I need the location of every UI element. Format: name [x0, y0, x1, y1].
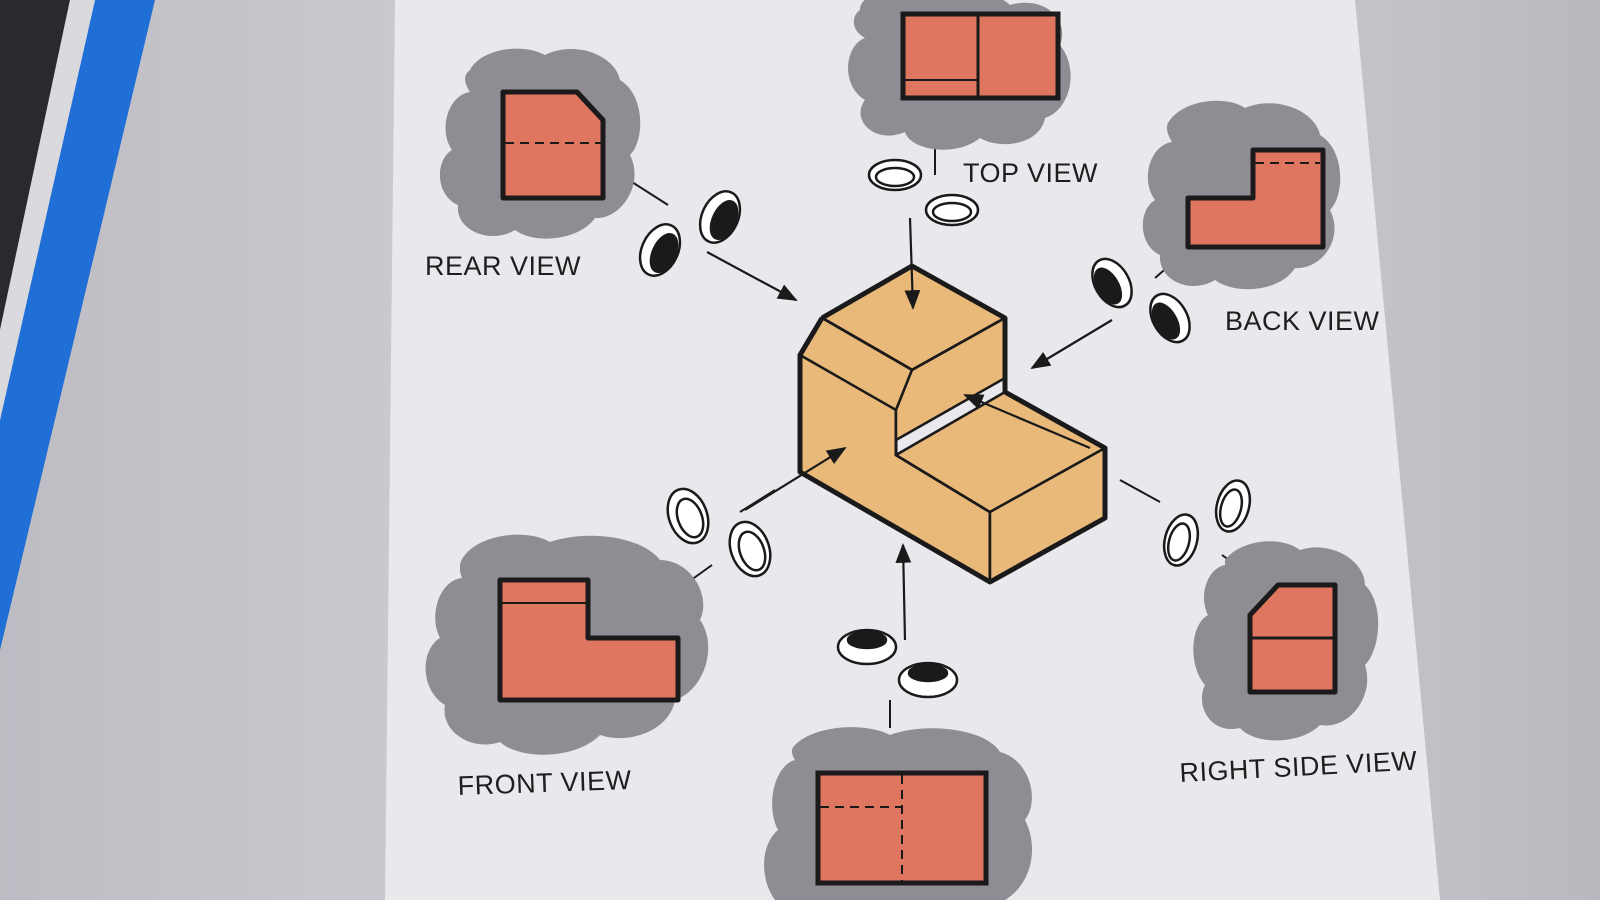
rear-view-label: REAR VIEW: [425, 251, 581, 281]
eye-icon: [698, 190, 742, 244]
background-stripes: [0, 0, 155, 650]
back-view-thumbnail: [1142, 100, 1341, 290]
rear-view-thumbnail: [439, 48, 641, 239]
bottom-view-thumbnail: [764, 727, 1033, 900]
eye-icon: [924, 193, 980, 227]
eye-icon: [638, 223, 682, 277]
eye-icon: [836, 628, 898, 666]
right-side-view-thumbnail: [1193, 541, 1379, 741]
eye-icon: [1091, 257, 1133, 309]
isometric-block: [797, 263, 1108, 585]
eye-icon: [1162, 513, 1200, 567]
back-view-label: BACK VIEW: [1225, 306, 1380, 336]
eye-icon: [1214, 479, 1252, 533]
block-outline: [797, 263, 1108, 585]
front-view-thumbnail: [425, 534, 709, 755]
front-view-label: FRONT VIEW: [457, 765, 632, 801]
block-right-upper: [894, 316, 1007, 442]
eye-icon: [666, 487, 710, 545]
eye-icon: [728, 520, 772, 578]
eye-icon: [867, 158, 923, 192]
eye-icon: [897, 661, 959, 699]
eye-icon: [1149, 292, 1191, 344]
top-view-thumbnail: [848, 0, 1071, 150]
eye-icons: [638, 158, 1252, 699]
view-arrows: [706, 217, 1113, 641]
top-view-label: TOP VIEW: [963, 158, 1098, 188]
